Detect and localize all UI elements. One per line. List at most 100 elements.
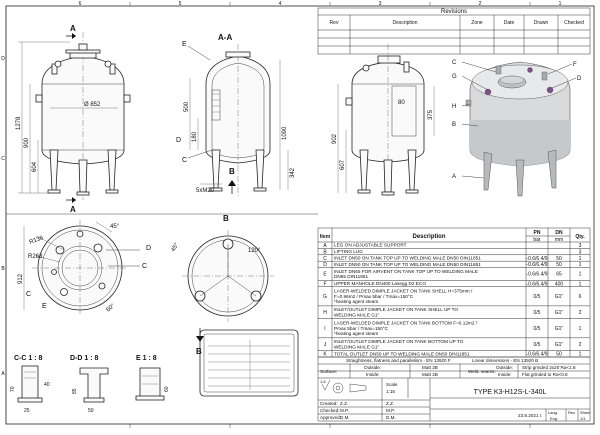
- table-cell-dn: 65: [556, 272, 562, 278]
- iso-callout-h: H: [452, 104, 456, 110]
- table-cell-qty: 1: [579, 256, 582, 262]
- table-cell-pn: -0.6/6.4/9: [526, 352, 547, 358]
- iso-vessel: [465, 61, 571, 167]
- dim-604: 604: [32, 161, 38, 172]
- detail-d1-dim-85: 85: [72, 388, 78, 394]
- dim-r136: R136: [29, 235, 45, 246]
- surface-outside-value: Matt 2B: [422, 365, 438, 370]
- front-dimension-lines: [18, 41, 118, 194]
- approved-label: Approved:: [320, 415, 341, 420]
- section-label-a-bottom: A: [70, 205, 76, 214]
- rev-col-zone: Zone: [471, 20, 483, 26]
- checked-value: M.P.: [340, 408, 349, 413]
- section-a-a-e-label: E: [182, 41, 187, 48]
- surface-finish-value: 1.6: [320, 379, 326, 384]
- section-legs: [209, 149, 267, 192]
- iso-callout-d: D: [577, 76, 582, 82]
- dim-1090: 1090: [282, 126, 288, 140]
- detail-c1-dim-70: 70: [10, 386, 16, 392]
- approved-value: D.M.: [340, 415, 350, 420]
- projection-symbol: [332, 382, 367, 394]
- side-view: 902 607 375 80: [332, 44, 435, 196]
- table-cell-description: LIFTING LUG: [334, 249, 363, 254]
- section-dimension-lines: [189, 60, 289, 190]
- weld-inside-label: Inside:: [498, 372, 512, 377]
- section-b-view: B 45° 120° B: [171, 214, 274, 356]
- zone-top-5: 5: [179, 1, 182, 7]
- table-cell-pn: -0.6/6.4/9: [526, 281, 547, 287]
- dim-902: 902: [332, 133, 338, 144]
- table-cell-pn: -0.6/6.4/9: [526, 256, 547, 262]
- zone-side-d: D: [1, 56, 5, 62]
- zone-side-c: C: [1, 156, 5, 162]
- detail-c1-dim-25: 25: [24, 408, 30, 414]
- surface-outside-label: Outside:: [364, 365, 381, 370]
- col-qty: Qty.: [575, 234, 585, 240]
- surface-label: Surface:: [320, 369, 337, 374]
- table-cell-qty: 6: [579, 294, 582, 300]
- table-cell-pn: 0/5: [534, 310, 541, 316]
- created-label: Created:: [320, 401, 338, 406]
- tolerance-note: Linear dimensions - EN 13920 B: [472, 358, 538, 363]
- dim-45-b: 45°: [171, 242, 181, 253]
- table-cell-qty: 3: [579, 243, 582, 249]
- section-label-b-bottom: B: [196, 347, 202, 356]
- dim-80: 80: [398, 100, 405, 106]
- table-cell-description: UPPER MANHOLE DN400 Lasegg D2 ECO: [334, 281, 426, 286]
- dim-912: 912: [18, 273, 24, 284]
- col-dn-unit: mm: [555, 237, 563, 243]
- nameplate: [199, 329, 299, 397]
- detail-e1-title: E 1 : 8: [136, 355, 157, 362]
- created-value: Z.Z.: [340, 401, 348, 406]
- sheet-value: 1/1: [580, 416, 586, 421]
- section-b-title: B: [223, 214, 229, 223]
- table-cell-qty: 1: [579, 262, 582, 268]
- surface-inside-label: Inside:: [366, 372, 380, 377]
- surface-inside-value: Matt 2B: [422, 372, 438, 377]
- detail-d-label: D: [176, 137, 181, 144]
- iso-callout-b: B: [452, 122, 456, 128]
- table-cell-item: J: [324, 342, 327, 348]
- table-cell-item: I: [324, 326, 325, 332]
- table-cell-dn: G1": [555, 294, 564, 300]
- surface-finish-symbol: 1.6: [320, 379, 331, 391]
- top-view: R136 R263 45° 60° 912 C E D C: [18, 220, 151, 316]
- top-callout-c-right: C: [142, 263, 147, 270]
- revisions-table: Revisions Rev Description Zone Date Draw…: [317, 7, 591, 55]
- side-vessel: [345, 44, 425, 196]
- table-cell-description: INLET DN50 ON TANK TOP UP TO WELDING MAL…: [334, 256, 481, 261]
- table-cell-dn: 50: [556, 262, 562, 268]
- section-marker-a-bottom: A: [66, 197, 76, 214]
- top-callout-e: E: [42, 303, 47, 310]
- drawing-title: TYPE K3-H12S-L-340L: [474, 389, 547, 396]
- table-cell-item: B: [323, 249, 327, 255]
- iso-legs: [483, 149, 557, 197]
- zone-top-4: 4: [279, 1, 282, 7]
- table-cell-description: INLET DN65 FOR AIRVENT ON TANK TOP UP TO…: [334, 269, 478, 274]
- table-cell-dn: G1": [555, 326, 564, 332]
- table-cell-pn: -0.6/6.4/9: [526, 262, 547, 268]
- table-cell-description: TOTAL OUTLET DN50 UP TO WELDING MALE DN5…: [334, 351, 470, 356]
- zone-top-1: 1: [559, 1, 562, 7]
- table-cell-item: H: [323, 310, 327, 316]
- table-cell-dn: 50: [556, 256, 562, 262]
- table-cell-item: G: [323, 294, 327, 300]
- table-cell-pn: 0/5: [534, 342, 541, 348]
- col-pn-unit: bar: [533, 237, 541, 243]
- drawing-date: 23.8.2021 г.: [518, 413, 542, 418]
- table-cell-description: Pmax 5bar / Tmax=150°C: [334, 326, 389, 331]
- detail-c1-dim-40: 40: [44, 382, 50, 388]
- table-cell-item: A: [323, 243, 327, 249]
- rev-col-description: Description: [392, 20, 417, 26]
- weld-outside-label: Outside:: [496, 365, 513, 370]
- table-cell-qty: 1: [579, 326, 582, 332]
- front-view: 1278 900 604 Ø 852 A A: [16, 24, 131, 214]
- table-cell-description: WELDING MALE G1": [334, 312, 379, 317]
- rev-col-drawn: Drawn: [534, 20, 549, 26]
- table-cell-dn: 400: [555, 281, 564, 287]
- table-cell-description: INLET DN50 ON TANK TOP UP TO WELDING MAL…: [334, 262, 481, 267]
- sheet-label: Sheet: [580, 410, 591, 415]
